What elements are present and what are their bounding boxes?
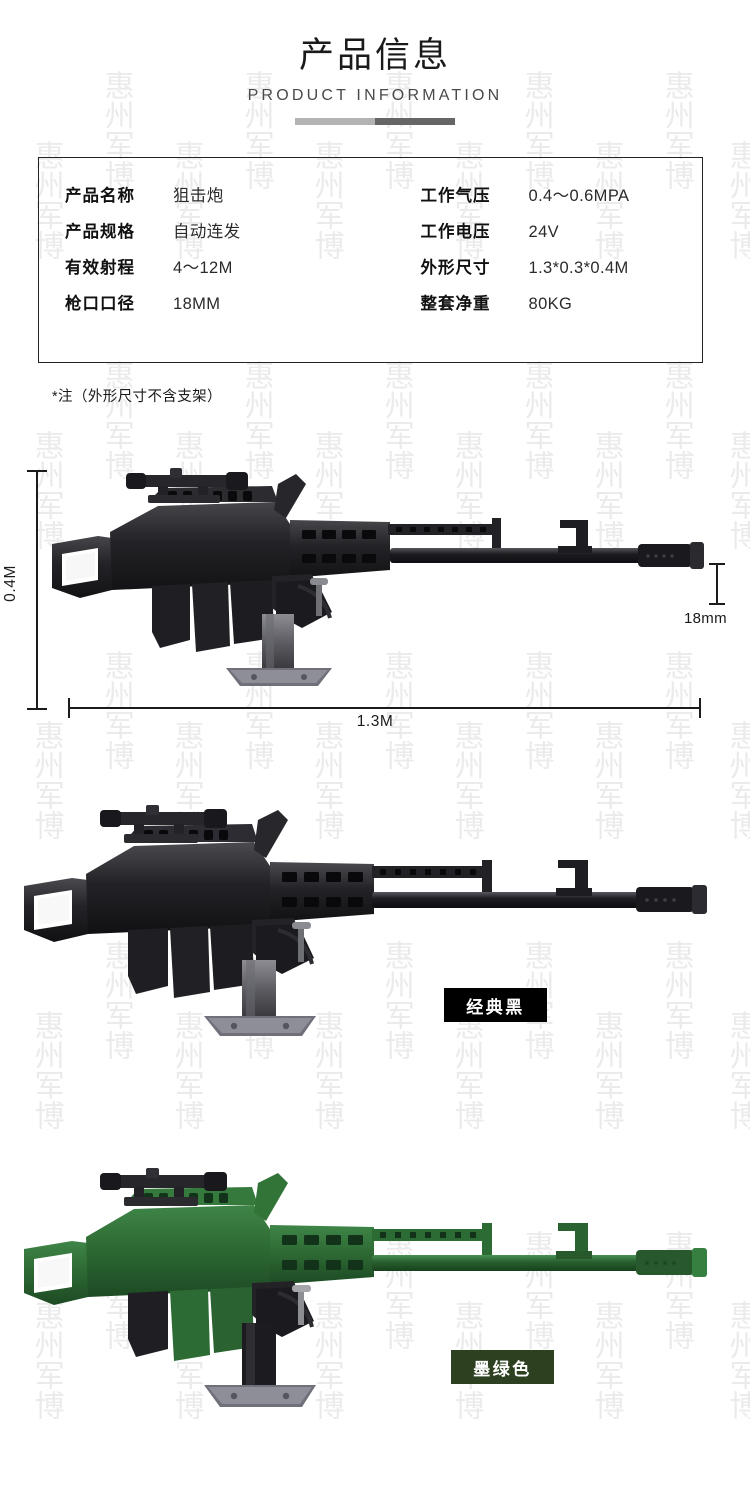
caliber-dimension-line bbox=[709, 563, 725, 605]
sniper-cannon-black-illustration bbox=[24, 805, 707, 1036]
scope-icon bbox=[126, 468, 248, 503]
scope-icon bbox=[100, 805, 227, 843]
spec-value: 80KG bbox=[528, 295, 573, 313]
spec-row: 工作电压 24V bbox=[421, 218, 703, 254]
sniper-cannon-illustration bbox=[52, 468, 704, 686]
page-subtitle: PRODUCT INFORMATION bbox=[247, 86, 503, 104]
color-badge-green: 墨绿色 bbox=[451, 1350, 554, 1384]
spec-label: 工作气压 bbox=[420, 187, 491, 205]
spec-label: 外形尺寸 bbox=[420, 259, 491, 277]
page-header: 产品信息 PRODUCT INFORMATION bbox=[0, 0, 750, 125]
dimension-callouts: 0.4M 1.3M 18mm bbox=[0, 455, 750, 755]
caliber-dimension-label: 18mm bbox=[684, 610, 727, 627]
spec-value: 0.4～0.6MPA bbox=[528, 187, 630, 205]
product-image-dimension-diagram bbox=[40, 462, 730, 697]
spec-value: 1.3*0.3*0.4M bbox=[528, 259, 629, 277]
watermark-text: 惠州军博 bbox=[724, 140, 750, 260]
spec-row: 工作气压 0.4～0.6MPA bbox=[421, 182, 703, 218]
product-image-black-variant bbox=[10, 800, 730, 1050]
spec-label: 整套净重 bbox=[420, 295, 491, 313]
length-dimension-line bbox=[68, 698, 701, 718]
spec-row: 有效射程 4～12M bbox=[65, 254, 371, 290]
spec-column-left: 产品名称 狙击炮 产品规格 自动连发 有效射程 4～12M 枪口口径 18MM bbox=[39, 182, 371, 362]
spec-row: 枪口口径 18MM bbox=[65, 290, 371, 326]
color-badge-black-label: 经典黑 bbox=[466, 997, 525, 1017]
spec-label: 产品名称 bbox=[65, 187, 135, 205]
spec-label: 工作电压 bbox=[420, 223, 491, 241]
spec-value: 24V bbox=[528, 223, 560, 241]
underline-segment-light bbox=[295, 117, 375, 125]
spec-row: 产品名称 狙击炮 bbox=[65, 182, 371, 218]
spec-note: *注（外形尺寸不含支架） bbox=[52, 389, 222, 405]
height-dimension-line bbox=[27, 470, 47, 710]
spec-column-right: 工作气压 0.4～0.6MPA 工作电压 24V 外形尺寸 1.3*0.3*0.… bbox=[371, 182, 703, 362]
color-badge-black: 经典黑 bbox=[444, 988, 547, 1022]
specification-table: 产品名称 狙击炮 产品规格 自动连发 有效射程 4～12M 枪口口径 18MM bbox=[38, 157, 703, 363]
spec-row: 外形尺寸 1.3*0.3*0.4M bbox=[421, 254, 703, 290]
product-image-green-variant bbox=[10, 1145, 730, 1435]
spec-label: 产品规格 bbox=[65, 223, 135, 241]
spec-value: 4～12M bbox=[173, 259, 233, 277]
scope-icon bbox=[100, 1168, 227, 1206]
underline-segment-dark bbox=[375, 117, 455, 125]
spec-label: 有效射程 bbox=[65, 259, 135, 277]
title-underline bbox=[295, 117, 455, 125]
spec-value: 自动连发 bbox=[173, 223, 241, 241]
length-dimension-label: 1.3M bbox=[356, 713, 394, 730]
spec-value: 狙击炮 bbox=[173, 187, 224, 205]
height-dimension-label: 0.4M bbox=[2, 565, 19, 602]
color-badge-green-label: 墨绿色 bbox=[473, 1359, 532, 1379]
spec-label: 枪口口径 bbox=[65, 295, 135, 313]
sniper-cannon-green-illustration bbox=[24, 1168, 707, 1407]
page-title: 产品信息 bbox=[298, 36, 451, 75]
spec-value: 18MM bbox=[173, 295, 221, 313]
spec-row: 整套净重 80KG bbox=[421, 290, 703, 326]
spec-row: 产品规格 自动连发 bbox=[65, 218, 371, 254]
